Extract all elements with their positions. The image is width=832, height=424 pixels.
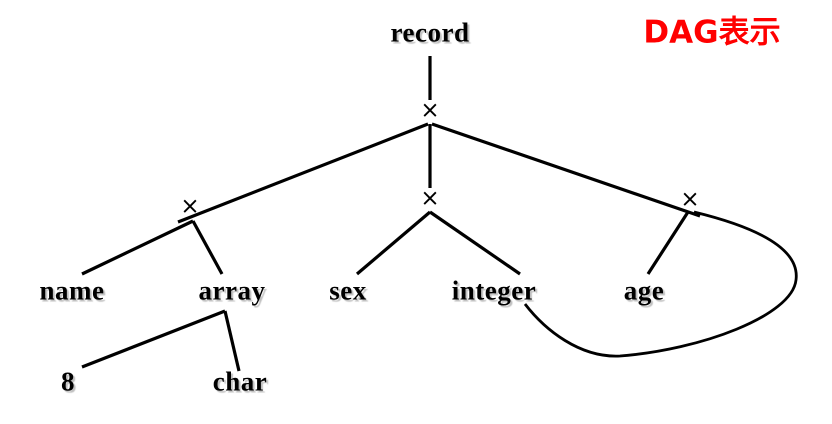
operator-node-middle-product: × [420, 185, 440, 212]
node-label-array: array [198, 275, 266, 306]
node-label-integer: integer [451, 275, 537, 306]
edge-right-to-age [646, 211, 690, 275]
node-label-age: age [623, 275, 665, 306]
operator-node-root-product: × [420, 97, 440, 124]
edge-array-to-char [223, 310, 241, 372]
edge-middle-to-sex [355, 210, 432, 276]
edge-left-to-name [81, 219, 194, 276]
edge-right-to-integer-shared [523, 210, 798, 358]
node-label-record: record [390, 17, 470, 48]
edge-middle-to-integer [429, 210, 521, 276]
operator-node-right-product: × [680, 186, 700, 213]
node-label-name: name [39, 275, 105, 306]
diagram-title: DAG表示 [643, 14, 781, 51]
edge-root-to-left-product [177, 122, 429, 224]
node-label-char: char [212, 366, 268, 397]
edge-left-to-array [191, 220, 224, 275]
node-label-eight: 8 [61, 366, 75, 397]
edge-array-to-eight [81, 309, 226, 369]
operator-node-left-product: × [180, 193, 200, 220]
node-label-sex: sex [329, 275, 367, 306]
edge-root-to-right-product [431, 122, 701, 218]
